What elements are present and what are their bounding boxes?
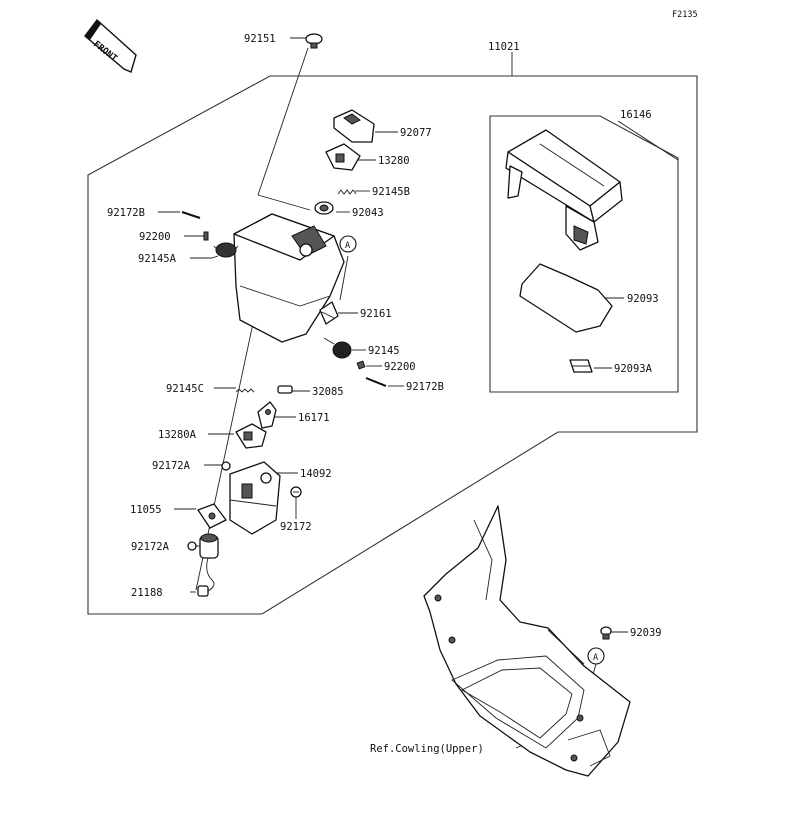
label-16171: 16171 [298, 412, 330, 424]
bracket-13280 [325, 143, 361, 171]
label-13280a: 13280A [158, 429, 197, 441]
bracket-92077 [333, 109, 375, 143]
screw-92172 [290, 486, 302, 498]
cover-16146 [505, 129, 623, 251]
label-92172a-upper: 92172A [152, 460, 191, 472]
subassembly-box-16146 [489, 115, 679, 393]
label-92145c: 92145C [166, 383, 204, 395]
spring-92145c [235, 388, 255, 393]
spring-92145 [323, 337, 352, 359]
figure-code: F2135 [672, 10, 698, 20]
callout-a-upper: A [339, 235, 357, 253]
assembly-frame-11021 [87, 75, 698, 615]
bolt-92039 [600, 626, 612, 640]
screw-92172a-lower [187, 541, 197, 551]
label-92172: 92172 [280, 521, 312, 533]
label-11021: 11021 [488, 41, 520, 53]
holder-14092 [229, 461, 281, 535]
lever-16171 [257, 401, 277, 429]
leader-lines [158, 37, 679, 749]
callout-a-lower: A [587, 647, 605, 665]
screw-92172b-upper [181, 211, 201, 219]
label-92145a: 92145A [138, 253, 177, 265]
label-92161: 92161 [360, 308, 392, 320]
label-92172b-upper: 92172B [107, 207, 145, 219]
label-16146: 16146 [620, 109, 652, 121]
bolt-92151 [305, 33, 323, 49]
label-11055: 11055 [130, 504, 162, 516]
label-13280: 13280 [378, 155, 410, 167]
callout-a-lower-label: A [593, 653, 598, 663]
collar-92043 [314, 201, 334, 215]
label-ref-cowling-upper: Ref.Cowling(Upper) [370, 743, 484, 755]
plate-92161 [319, 301, 339, 325]
label-92077: 92077 [400, 127, 432, 139]
cowling-upper [423, 505, 631, 777]
label-92145: 92145 [368, 345, 400, 357]
front-arrow-icon: FRONT [84, 18, 137, 73]
collar-92200-lower [356, 360, 366, 370]
label-92145b: 92145B [372, 186, 410, 198]
bracket-13280a [235, 423, 267, 449]
spring-92145a [211, 242, 239, 259]
pad-92093 [519, 263, 613, 333]
label-14092: 14092 [300, 468, 332, 480]
switch-21188 [197, 533, 219, 597]
label-92200-upper: 92200 [139, 231, 171, 243]
spring-92145b [337, 189, 357, 195]
label-92151: 92151 [244, 33, 276, 45]
label-32085: 32085 [312, 386, 344, 398]
cylinder-11055 [197, 503, 227, 529]
screw-92172b-lower [365, 377, 387, 387]
screw-92172a-upper [221, 461, 231, 471]
callout-a-upper-label: A [345, 241, 350, 251]
label-92200-lower: 92200 [384, 361, 416, 373]
label-92093: 92093 [627, 293, 659, 305]
label-21188: 21188 [131, 587, 163, 599]
label-92093a: 92093A [614, 363, 653, 375]
label-92043: 92043 [352, 207, 384, 219]
pad-92093a [569, 359, 593, 373]
collar-92200-upper [203, 231, 209, 241]
part-labels: 92151 11021 92077 13280 16146 92145B 920… [107, 33, 662, 755]
label-92172b-lower: 92172B [406, 381, 444, 393]
label-92039: 92039 [630, 627, 662, 639]
label-92172a-lower: 92172A [131, 541, 170, 553]
pin-32085 [277, 385, 293, 394]
housing-body [233, 213, 345, 343]
